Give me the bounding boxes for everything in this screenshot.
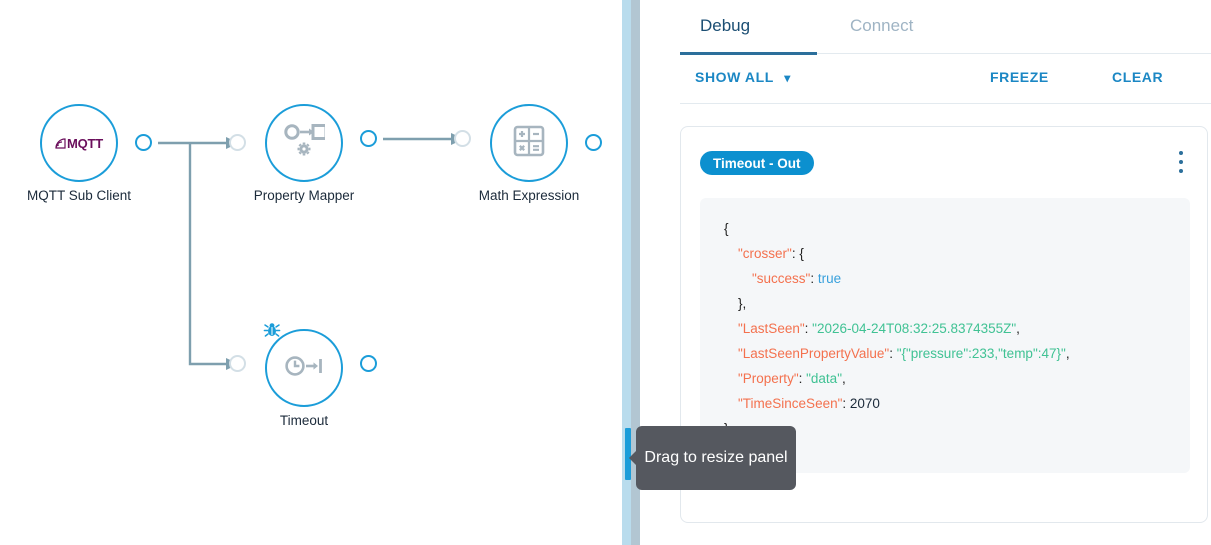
node-mqtt-sub-client[interactable]: MQTT MQTT Sub Client: [27, 104, 152, 203]
json-token: :: [810, 271, 818, 286]
json-line: },: [724, 291, 1190, 316]
json-token: },: [738, 296, 747, 311]
json-token: 2070: [849, 396, 880, 411]
json-token: "LastSeenPropertyValue": [738, 346, 890, 361]
freeze-button[interactable]: FREEZE: [990, 69, 1049, 85]
port-in-property-mapper[interactable]: [229, 134, 246, 151]
node-label-mqtt-sub-client: MQTT Sub Client: [26, 188, 132, 203]
json-token: ,: [1065, 346, 1070, 361]
json-token: "data": [806, 371, 842, 386]
port-out-mqtt-sub-client[interactable]: [135, 134, 152, 151]
tabs-divider: [680, 53, 1211, 54]
node-math-expression[interactable]: Math Expression: [454, 104, 602, 203]
show-all-dropdown[interactable]: SHOW ALL ▾: [695, 69, 791, 85]
clear-button[interactable]: CLEAR: [1112, 69, 1164, 85]
node-timeout[interactable]: Timeout: [229, 323, 377, 428]
show-all-label: SHOW ALL: [695, 69, 774, 85]
json-token: "TimeSinceSeen": [738, 396, 843, 411]
json-line: {: [724, 216, 1190, 241]
json-token: "{"pressure":233,"temp":47}": [896, 346, 1066, 361]
debug-toolbar: SHOW ALL ▾ FREEZE CLEAR: [640, 55, 1211, 105]
json-token: :: [798, 371, 807, 386]
node-mqtt-sub-client-circle[interactable]: MQTT: [40, 104, 118, 182]
node-label-math-expression: Math Expression: [478, 188, 580, 203]
node-property-mapper[interactable]: Property Mapper: [229, 104, 377, 203]
mqtt-logo-icon: MQTT: [55, 136, 103, 151]
kebab-menu-icon[interactable]: [1171, 151, 1191, 175]
json-token: true: [817, 271, 842, 286]
json-token: : {: [791, 246, 804, 261]
port-in-timeout[interactable]: [229, 355, 246, 372]
json-token: :: [889, 346, 897, 361]
json-line: "crosser": {: [724, 241, 1190, 266]
json-token: "LastSeen": [738, 321, 805, 336]
node-label-timeout: Timeout: [279, 413, 329, 428]
port-out-property-mapper[interactable]: [360, 130, 377, 147]
node-timeout-circle[interactable]: [263, 323, 343, 407]
port-out-timeout[interactable]: [360, 355, 377, 372]
splitter-strip-dark: [631, 0, 640, 545]
node-property-mapper-circle[interactable]: [265, 104, 343, 182]
json-line: "Property": "data",: [724, 366, 1190, 391]
calculator-icon: [511, 123, 547, 164]
chevron-down-icon: ▾: [784, 71, 791, 85]
json-token: "Property": [738, 371, 799, 386]
toolbar-divider: [680, 103, 1211, 104]
tab-active-underline: [680, 52, 817, 55]
json-line: "LastSeenPropertyValue": "{"pressure":23…: [724, 341, 1190, 366]
json-token: :: [804, 321, 813, 336]
mqtt-logo-text: MQTT: [66, 135, 104, 151]
splitter-strip-light: [622, 0, 631, 545]
json-line: "TimeSinceSeen": 2070: [724, 391, 1190, 416]
tab-debug[interactable]: Debug: [700, 16, 751, 35]
port-out-math-expression[interactable]: [585, 134, 602, 151]
json-token: :: [842, 396, 850, 411]
panel-tabs: Debug Connect: [640, 0, 1211, 55]
node-math-expression-circle[interactable]: [490, 104, 568, 182]
flow-links: [158, 133, 464, 370]
json-token: "2026-04-24T08:32:25.8374355Z": [812, 321, 1017, 336]
node-label-property-mapper: Property Mapper: [253, 188, 355, 203]
json-token: "success": [752, 271, 811, 286]
clock-arrow-icon: [284, 351, 324, 386]
json-token: ,: [1016, 321, 1020, 336]
status-badge: Timeout - Out: [700, 151, 814, 175]
bug-icon[interactable]: [263, 321, 281, 344]
property-mapper-icon: [283, 120, 328, 167]
panel-resize-handle[interactable]: [625, 428, 631, 480]
json-token: {: [724, 221, 729, 236]
json-token: "crosser": [738, 246, 792, 261]
flow-canvas[interactable]: MQTT MQTT Sub Client: [0, 0, 622, 545]
json-line: "LastSeen": "2026-04-24T08:32:25.8374355…: [724, 316, 1190, 341]
tab-connect[interactable]: Connect: [850, 16, 914, 35]
panel-splitter[interactable]: [622, 0, 640, 545]
resize-tooltip: Drag to resize panel: [636, 426, 796, 490]
port-in-math-expression[interactable]: [454, 130, 471, 147]
json-line: "success": true: [724, 266, 1190, 291]
json-token: ,: [841, 371, 846, 386]
